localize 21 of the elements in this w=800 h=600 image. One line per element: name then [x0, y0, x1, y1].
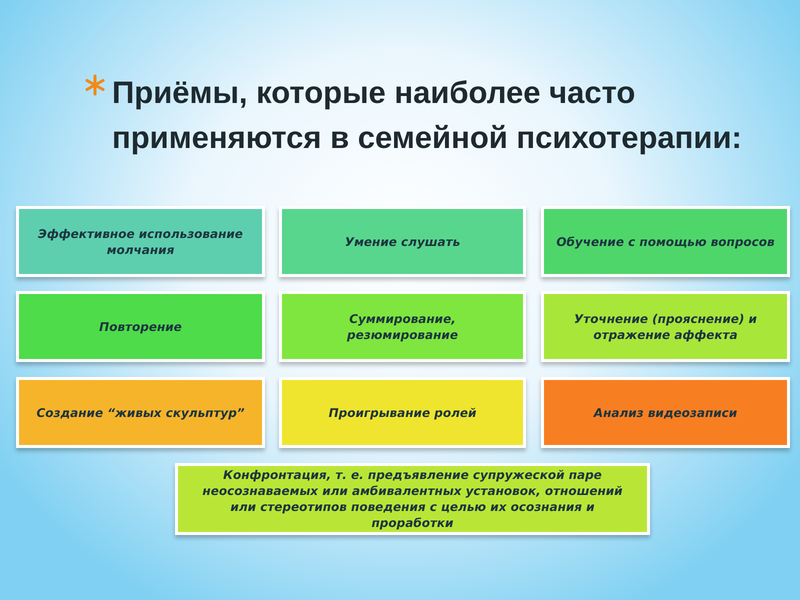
technique-label: Повторение [99, 318, 182, 334]
technique-label: Суммирование, резюмирование [346, 310, 459, 342]
technique-label: Проигрывание ролей [328, 404, 476, 420]
technique-label: Создание “живых скульптур” [36, 404, 245, 420]
technique-label: Уточнение (прояснение) и отражение аффекта [573, 310, 758, 342]
technique-box [175, 463, 650, 535]
technique-box [541, 377, 790, 448]
technique-box [16, 291, 265, 362]
technique-label: Конфронтация, т. е. предъявление супружеской паре неосознаваемых или амбивалентных установок, отношений или стереотипов поведения с целью их осознания и проработки [201, 467, 624, 531]
technique-label: Обучение с помощью вопросов [556, 234, 775, 250]
technique-label: Анализ видеозаписи [594, 404, 738, 420]
technique-box [279, 291, 526, 362]
title: Приёмы, которые наиболее часто применяются в семейной психотерапии: [112, 74, 743, 157]
technique-label: Умение слушать [344, 234, 460, 250]
technique-box [279, 206, 526, 277]
technique-box [541, 291, 790, 362]
technique-box [279, 377, 526, 448]
technique-box [541, 206, 790, 277]
technique-box [16, 206, 265, 277]
technique-box [16, 377, 265, 448]
technique-label: Эффективное использование молчания [37, 226, 244, 258]
